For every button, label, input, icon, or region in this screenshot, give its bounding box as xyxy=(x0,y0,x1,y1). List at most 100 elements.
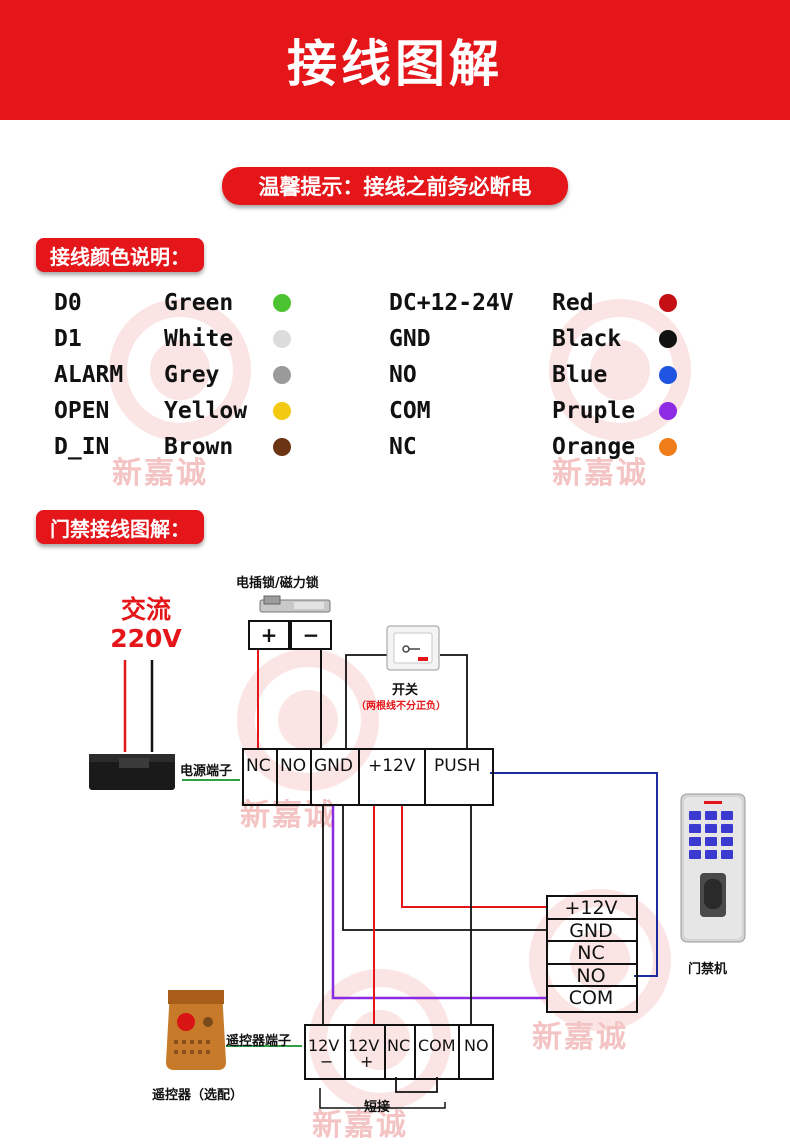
watermark-logo xyxy=(529,889,671,1031)
legend-pin: NC xyxy=(389,434,417,460)
lock-minus-mark: − xyxy=(302,623,320,647)
legend-color-dot xyxy=(273,366,291,384)
switch-wire-right xyxy=(440,654,468,750)
remote-terminal-minus-mark: − xyxy=(320,1052,334,1071)
lock-label: 电插锁/磁力锁 xyxy=(236,576,319,591)
legend-pin: ALARM xyxy=(54,362,124,388)
section-title-wiring: 门禁接线图解： xyxy=(36,510,204,544)
ac-label-line1: 交流 xyxy=(120,595,171,624)
switch-note: （两根线不分正负） xyxy=(356,701,446,712)
remote-terminal-label: 遥控器端子 xyxy=(226,1034,292,1049)
controller-terminal-label: GND xyxy=(569,919,613,942)
lock-image xyxy=(258,594,334,616)
legend-color-name: Green xyxy=(164,290,234,316)
legend-color-name: White xyxy=(164,326,234,352)
legend-color-dot xyxy=(659,330,677,348)
warning-pill: 温馨提示：接线之前务必断电 xyxy=(222,167,568,205)
lock-minus-terminal: − xyxy=(290,620,332,650)
power-module-image xyxy=(85,748,179,794)
legend-color-dot xyxy=(273,330,291,348)
legend-color-dot xyxy=(273,438,291,456)
controller-terminal: +12V xyxy=(548,897,636,920)
controller-label: 门禁机 xyxy=(688,962,728,977)
ac-label: 交流 220V xyxy=(100,595,192,654)
legend-color-dot xyxy=(659,366,677,384)
power-terminal-gnd: GND xyxy=(312,750,360,804)
remote-terminal-12v-minus: 12V − xyxy=(306,1026,346,1078)
short-bracket-line xyxy=(319,1102,446,1109)
remote-terminal-12v-minus-label: 12V xyxy=(308,1036,340,1055)
section-title-color-legend: 接线颜色说明： xyxy=(36,238,204,272)
watermark-logo xyxy=(237,649,379,791)
watermark-logo xyxy=(109,299,251,441)
page-title: 接线图解 xyxy=(287,35,503,93)
controller-device-image xyxy=(680,793,746,943)
remote-terminal-12v-plus-label: 12V xyxy=(348,1036,380,1055)
power-12v-to-controller-wire xyxy=(401,805,548,908)
header-banner: 接线图解 xyxy=(0,0,790,120)
remote-terminal-nc-label: NC xyxy=(387,1036,411,1055)
legend-pin: DC+12-24V xyxy=(389,290,514,316)
power-terminal-12v: +12V xyxy=(360,750,426,804)
legend-pin: COM xyxy=(389,398,431,424)
remote-terminal-12v-plus: 12V + xyxy=(346,1026,386,1078)
power-terminal-no-label: NO xyxy=(280,756,307,776)
legend-color-name: Yellow xyxy=(164,398,248,424)
legend-color-dot xyxy=(273,402,291,420)
legend-color-name: Grey xyxy=(164,362,220,388)
legend-color-name: Black xyxy=(552,326,622,352)
power-terminal-label: 电源端子 xyxy=(180,764,233,779)
legend-color-name: Red xyxy=(552,290,594,316)
watermark-text: 新嘉诚 xyxy=(552,456,648,491)
legend-color-name: Blue xyxy=(552,362,608,388)
controller-terminal-label: NC xyxy=(577,942,605,964)
legend-pin: OPEN xyxy=(54,398,110,424)
watermark-4: 新嘉诚 xyxy=(520,880,680,1080)
power-terminal-no: NO xyxy=(278,750,312,804)
lock-plus-mark: + xyxy=(260,623,278,647)
controller-terminal: NO xyxy=(548,964,636,987)
legend-color-dot xyxy=(273,294,291,312)
watermark-1: 新嘉诚 xyxy=(100,290,260,500)
power-terminal-nc-label: NC xyxy=(246,756,271,776)
legend-pin: D1 xyxy=(54,326,82,352)
remote-terminal-no-label: NO xyxy=(464,1036,489,1055)
power-terminal-nc: NC xyxy=(244,750,278,804)
legend-color-name: Brown xyxy=(164,434,234,460)
watermark-logo xyxy=(549,299,691,441)
watermark-2: 新嘉诚 xyxy=(540,290,700,500)
controller-terminal-label: NO xyxy=(576,964,606,987)
legend-pin: GND xyxy=(389,326,431,352)
watermark-text: 新嘉诚 xyxy=(532,1020,628,1055)
legend-pin: NO xyxy=(389,362,417,388)
legend-color-name: Orange xyxy=(552,434,636,460)
legend-pin: D0 xyxy=(54,290,82,316)
power-terminal-push-label: PUSH xyxy=(434,756,481,776)
legend-color-dot xyxy=(659,402,677,420)
remote-terminal-no: NO xyxy=(460,1026,492,1078)
watermark-text: 新嘉诚 xyxy=(240,798,336,833)
controller-terminal-label: +12V xyxy=(564,897,618,919)
power-terminal-push: PUSH xyxy=(426,750,492,804)
switch-wire-left xyxy=(345,654,395,750)
ac-label-line2: 220V xyxy=(110,623,182,653)
push-to-no-wire-blue xyxy=(490,772,658,977)
power-gnd-to-controller-wire xyxy=(342,805,548,931)
remote-label: 遥控器（选配） xyxy=(152,1088,244,1103)
power-terminal-block: NC NO GND +12V PUSH xyxy=(242,748,494,806)
remote-terminal-nc: NC xyxy=(386,1026,416,1078)
short-label: 短接 xyxy=(364,1100,391,1115)
remote-terminal-com: COM xyxy=(416,1026,460,1078)
power-terminal-12v-label: +12V xyxy=(368,756,416,776)
switch-label: 开关 xyxy=(392,683,419,698)
controller-terminal: COM xyxy=(548,987,636,1010)
legend-pin: D_IN xyxy=(54,434,110,460)
com-wire-purple xyxy=(331,805,548,1000)
short-link xyxy=(395,1077,438,1093)
controller-terminal-label: COM xyxy=(568,987,614,1009)
legend-color-dot xyxy=(659,438,677,456)
legend-color-dot xyxy=(659,294,677,312)
controller-terminal: GND xyxy=(548,919,636,942)
